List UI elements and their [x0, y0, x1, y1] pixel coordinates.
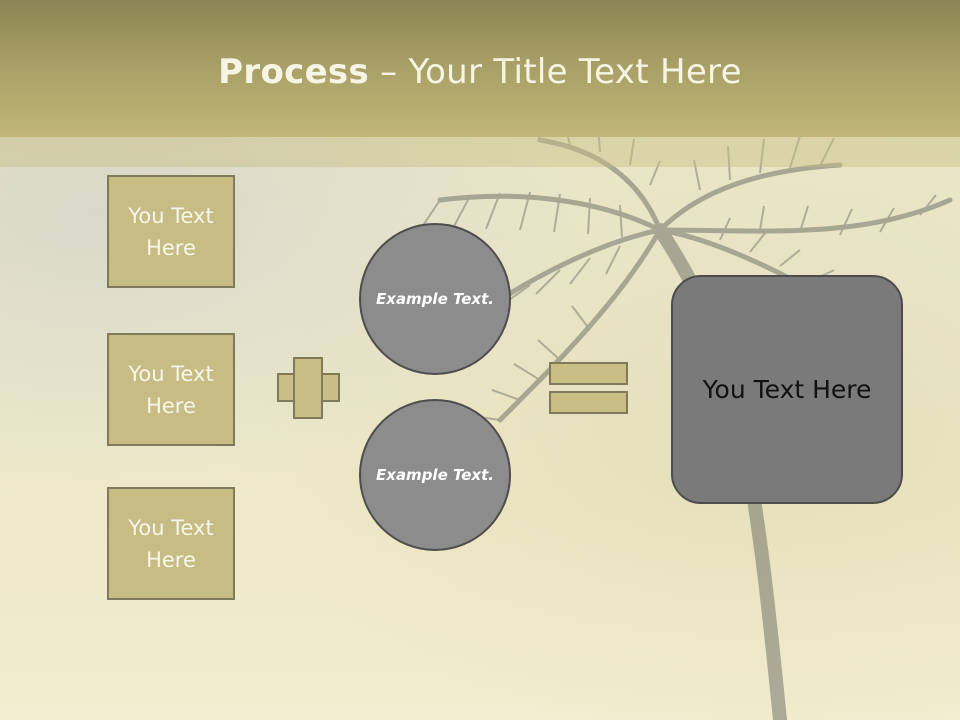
slide-title[interactable]: Process – Your Title Text Here [0, 52, 960, 92]
result-box[interactable]: You Text Here [671, 275, 903, 504]
text-box-3[interactable]: You Text Here [107, 487, 235, 600]
title-rest: – Your Title Text Here [369, 52, 742, 92]
title-bar [0, 0, 960, 137]
example-circle-1[interactable]: Example Text. [359, 223, 511, 375]
example-circle-2[interactable]: Example Text. [359, 399, 511, 551]
text-box-2[interactable]: You Text Here [107, 333, 235, 446]
text-box-1[interactable]: You Text Here [107, 175, 235, 288]
title-bold: Process [218, 52, 370, 92]
title-strip [0, 137, 960, 167]
